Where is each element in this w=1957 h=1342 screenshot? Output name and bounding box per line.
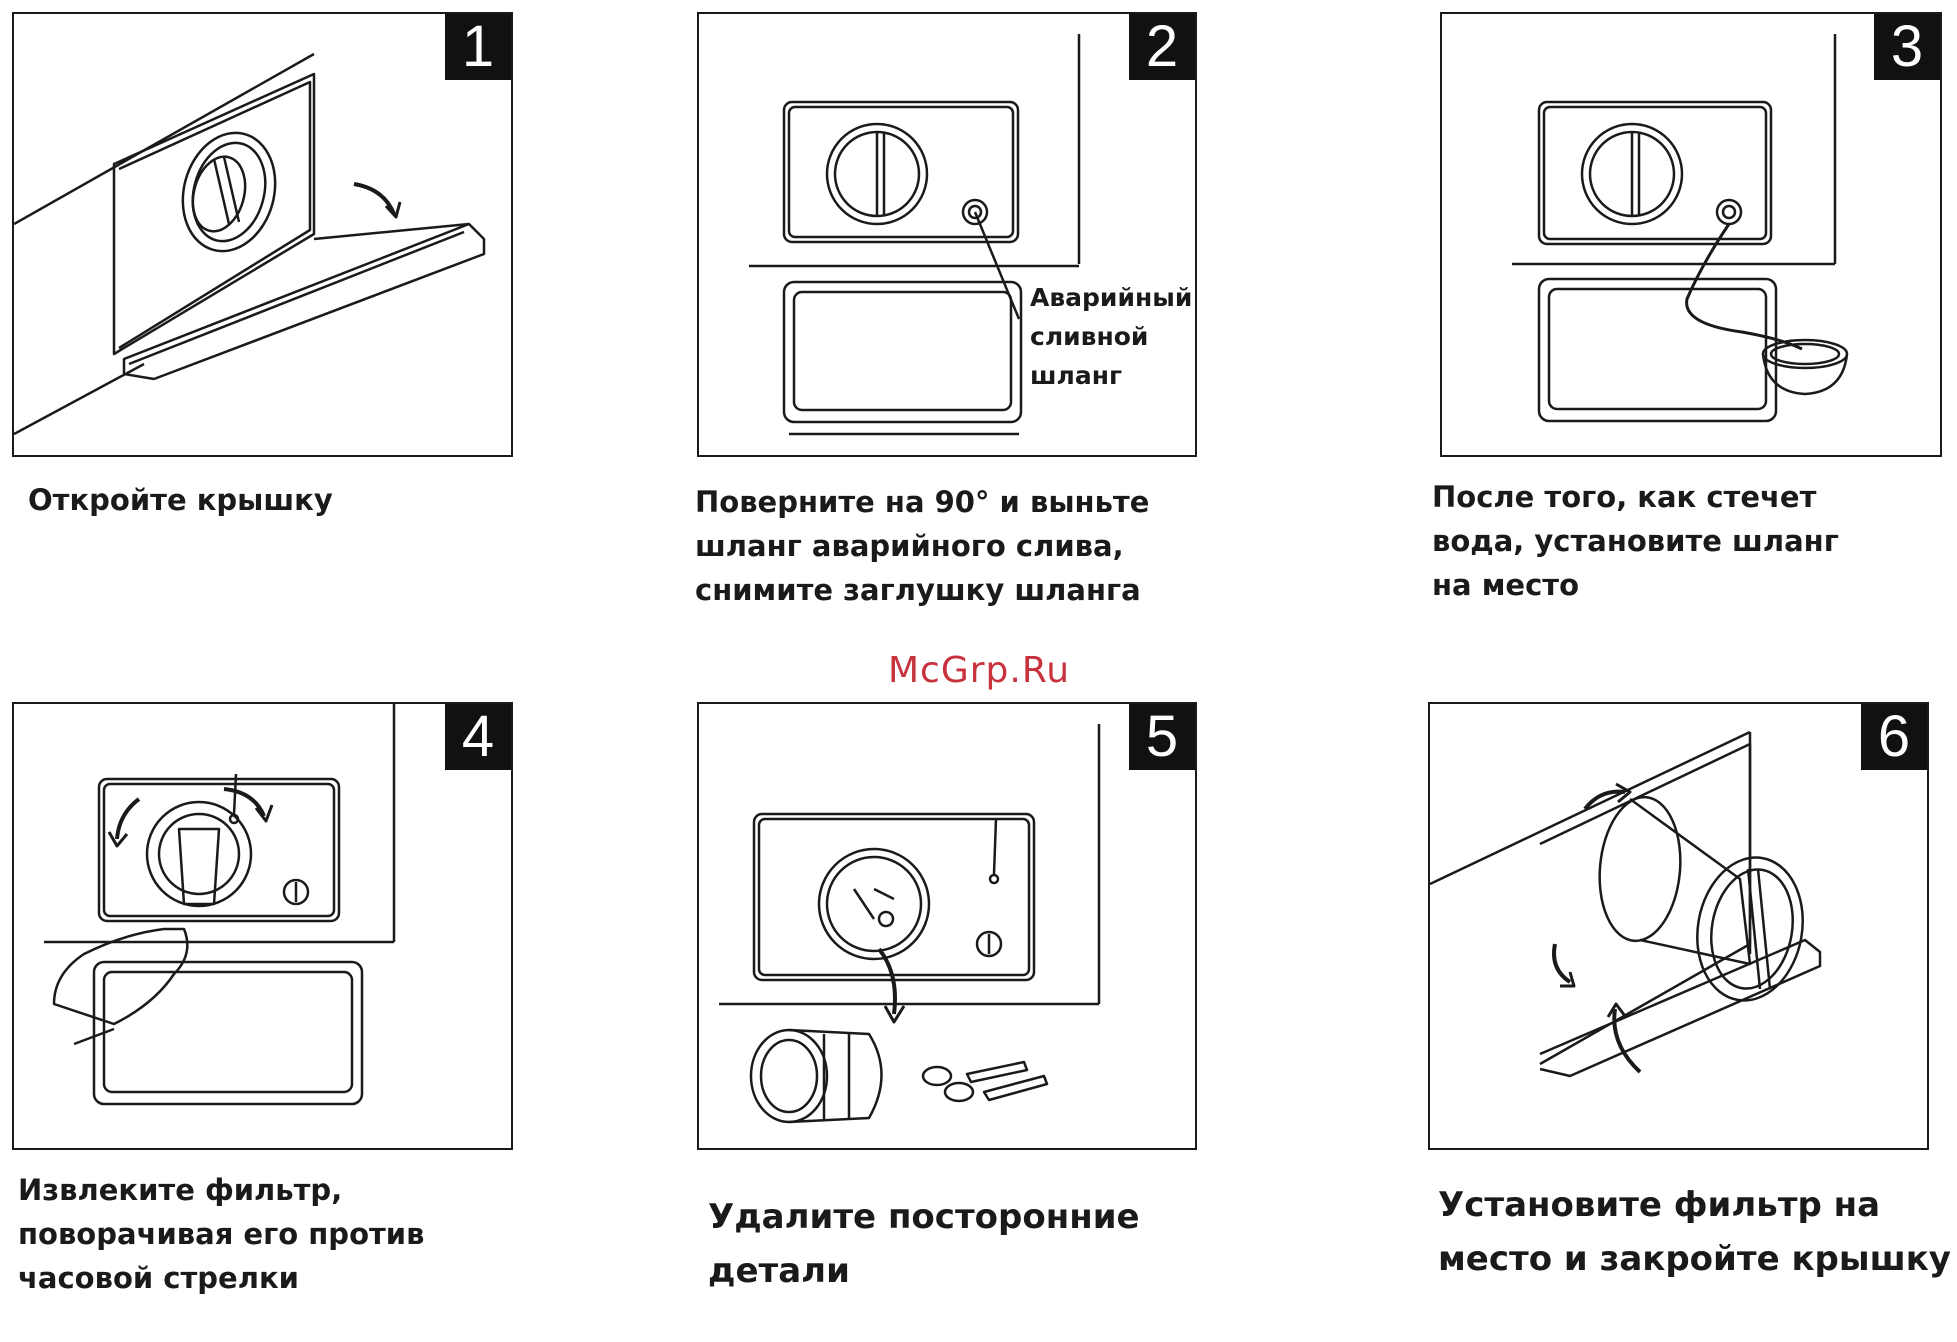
step-number: 2 <box>1129 14 1195 80</box>
step-number: 6 <box>1861 704 1927 770</box>
step-3-caption: После того, как стечет вода, установите … <box>1432 480 1839 602</box>
step-6-panel: 6 <box>1428 702 1929 1150</box>
open-cover-illustration <box>14 52 486 436</box>
install-filter-illustration <box>1430 730 1822 1078</box>
step-5-caption: Удалите посторонние детали <box>708 1197 1140 1291</box>
step-5-panel: 5 <box>697 702 1197 1150</box>
remove-filter-illustration <box>44 704 396 1106</box>
step-2-panel: 2 <box>697 12 1197 457</box>
step-4-panel: 4 <box>12 702 513 1150</box>
step-6-caption: Установите фильтр на место и закройте кр… <box>1438 1185 1951 1279</box>
step-number: 4 <box>445 704 511 770</box>
watermark: McGrp.Ru <box>888 650 1071 691</box>
step-1-caption: Откройте крышку <box>28 483 333 517</box>
step-number: 1 <box>445 14 511 80</box>
step-3-panel: 3 <box>1440 12 1942 457</box>
drain-water-illustration <box>1512 34 1849 423</box>
step-1-panel: 1 <box>12 12 513 457</box>
step-number: 3 <box>1874 14 1940 80</box>
step-4-caption: Извлеките фильтр, поворачивая его против… <box>18 1173 425 1295</box>
drain-hose-illustration <box>749 34 1081 436</box>
emergency-hose-callout: Аварийный сливной шланг <box>1030 283 1193 390</box>
remove-debris-illustration <box>719 724 1101 1124</box>
step-number: 5 <box>1129 704 1195 770</box>
step-2-caption: Поверните на 90° и выньте шланг аварийно… <box>695 485 1150 607</box>
